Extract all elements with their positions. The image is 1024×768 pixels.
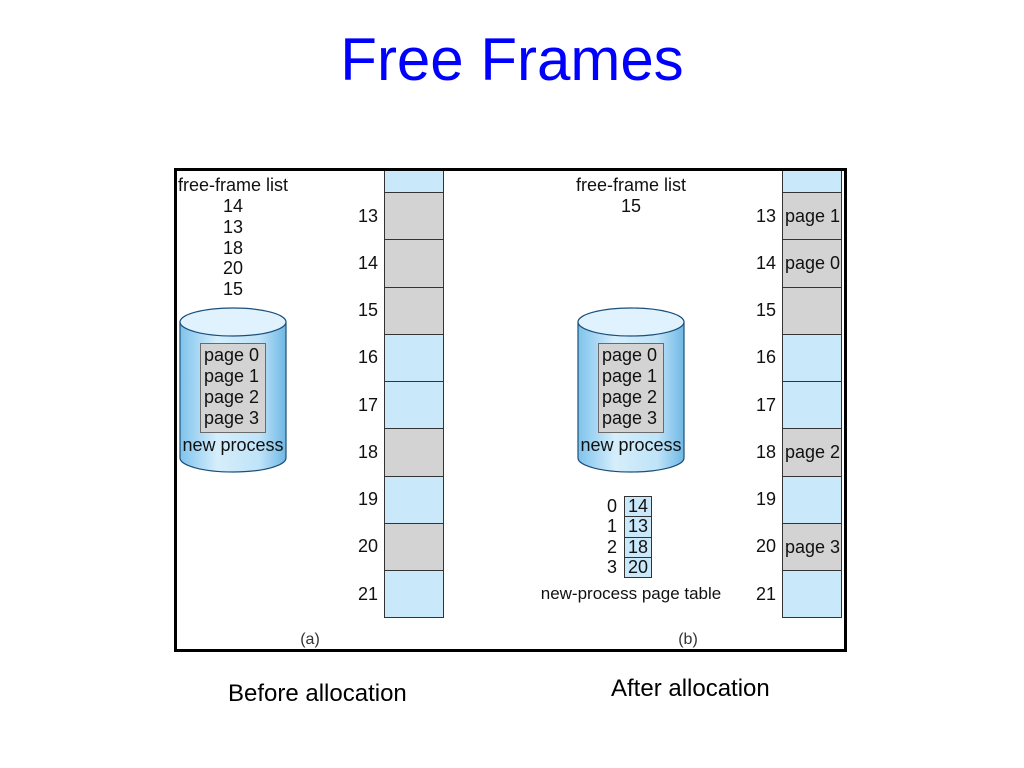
page-table-index: 2 (606, 536, 617, 557)
frame-number: 18 (755, 441, 776, 462)
before-allocation-caption: Before allocation (228, 680, 407, 707)
disk-page-item: page 2 (204, 387, 260, 407)
free-frame-list-item: 13 (222, 216, 244, 237)
free-frame-list: 15 (570, 196, 692, 217)
memory-frame-partial (782, 171, 842, 193)
frame-number: 15 (755, 300, 776, 321)
memory-frame (384, 192, 444, 241)
frame-number: 14 (357, 252, 378, 273)
disk-page-item: page 3 (204, 408, 260, 428)
memory-frame (782, 381, 842, 430)
new-process-label: new process (580, 435, 682, 455)
page-table-index: 0 (606, 496, 617, 517)
frame-number: 21 (755, 583, 776, 604)
panel-a-caption: (a) (300, 631, 320, 648)
frame-number: 19 (357, 489, 378, 510)
memory-frame (782, 475, 842, 524)
page-table-entry: 20 (624, 556, 652, 578)
frame-number: 20 (357, 536, 378, 557)
memory-frame: page 1 (782, 192, 842, 241)
page-table-label: new-process page table (540, 584, 722, 603)
frame-number: 21 (357, 583, 378, 604)
memory-frame (384, 570, 444, 619)
frame-number: 15 (357, 300, 378, 321)
memory-frame (782, 333, 842, 382)
slide-title: Free Frames (340, 26, 684, 93)
panel-b-caption: (b) (678, 631, 698, 648)
frame-number: 19 (755, 489, 776, 510)
disk-page-item: page 1 (602, 366, 658, 386)
frame-number: 16 (357, 347, 378, 368)
frame-number: 18 (357, 441, 378, 462)
memory-frame (782, 570, 842, 619)
memory-frame (384, 381, 444, 430)
frame-number: 14 (755, 252, 776, 273)
after-allocation-caption: After allocation (611, 675, 770, 702)
free-frame-list-item: 15 (222, 279, 244, 300)
memory-frame (384, 475, 444, 524)
memory-frame (384, 239, 444, 288)
memory-frame: page 3 (782, 522, 842, 571)
memory-frame (384, 333, 444, 382)
memory-frame (782, 286, 842, 335)
disk-page-item: page 0 (602, 345, 658, 365)
page-table-entry: 18 (624, 536, 652, 558)
frame-number: 13 (755, 205, 776, 226)
figure-frame (174, 168, 847, 652)
page-table-entry: 14 (624, 496, 652, 518)
page-table-index: 3 (606, 556, 617, 577)
memory-frame (384, 522, 444, 571)
frame-number: 20 (755, 536, 776, 557)
memory-frame: page 2 (782, 428, 842, 477)
disk-page-item: page 0 (204, 345, 260, 365)
frame-number: 17 (357, 394, 378, 415)
memory-frame-partial (384, 171, 444, 193)
free-frame-list-item: 18 (222, 237, 244, 258)
free-frame-list-label: free-frame list (177, 175, 289, 195)
free-frame-list-item: 14 (222, 196, 244, 216)
free-frame-list-item: 20 (222, 258, 244, 279)
memory-frame (384, 428, 444, 477)
frame-number: 16 (755, 347, 776, 368)
memory-frame: page 0 (782, 239, 842, 288)
frame-number: 13 (357, 205, 378, 226)
page-table-entry: 13 (624, 516, 652, 538)
disk-page-item: page 1 (204, 366, 260, 386)
page-table-index: 1 (606, 516, 617, 537)
memory-frame (384, 286, 444, 335)
free-frame-list-label: free-frame list (575, 175, 687, 195)
frame-number: 17 (755, 394, 776, 415)
free-frame-list-item: 15 (620, 196, 642, 216)
disk-page-item: page 3 (602, 408, 658, 428)
new-process-label: new process (182, 435, 284, 455)
disk-page-item: page 2 (602, 387, 658, 407)
